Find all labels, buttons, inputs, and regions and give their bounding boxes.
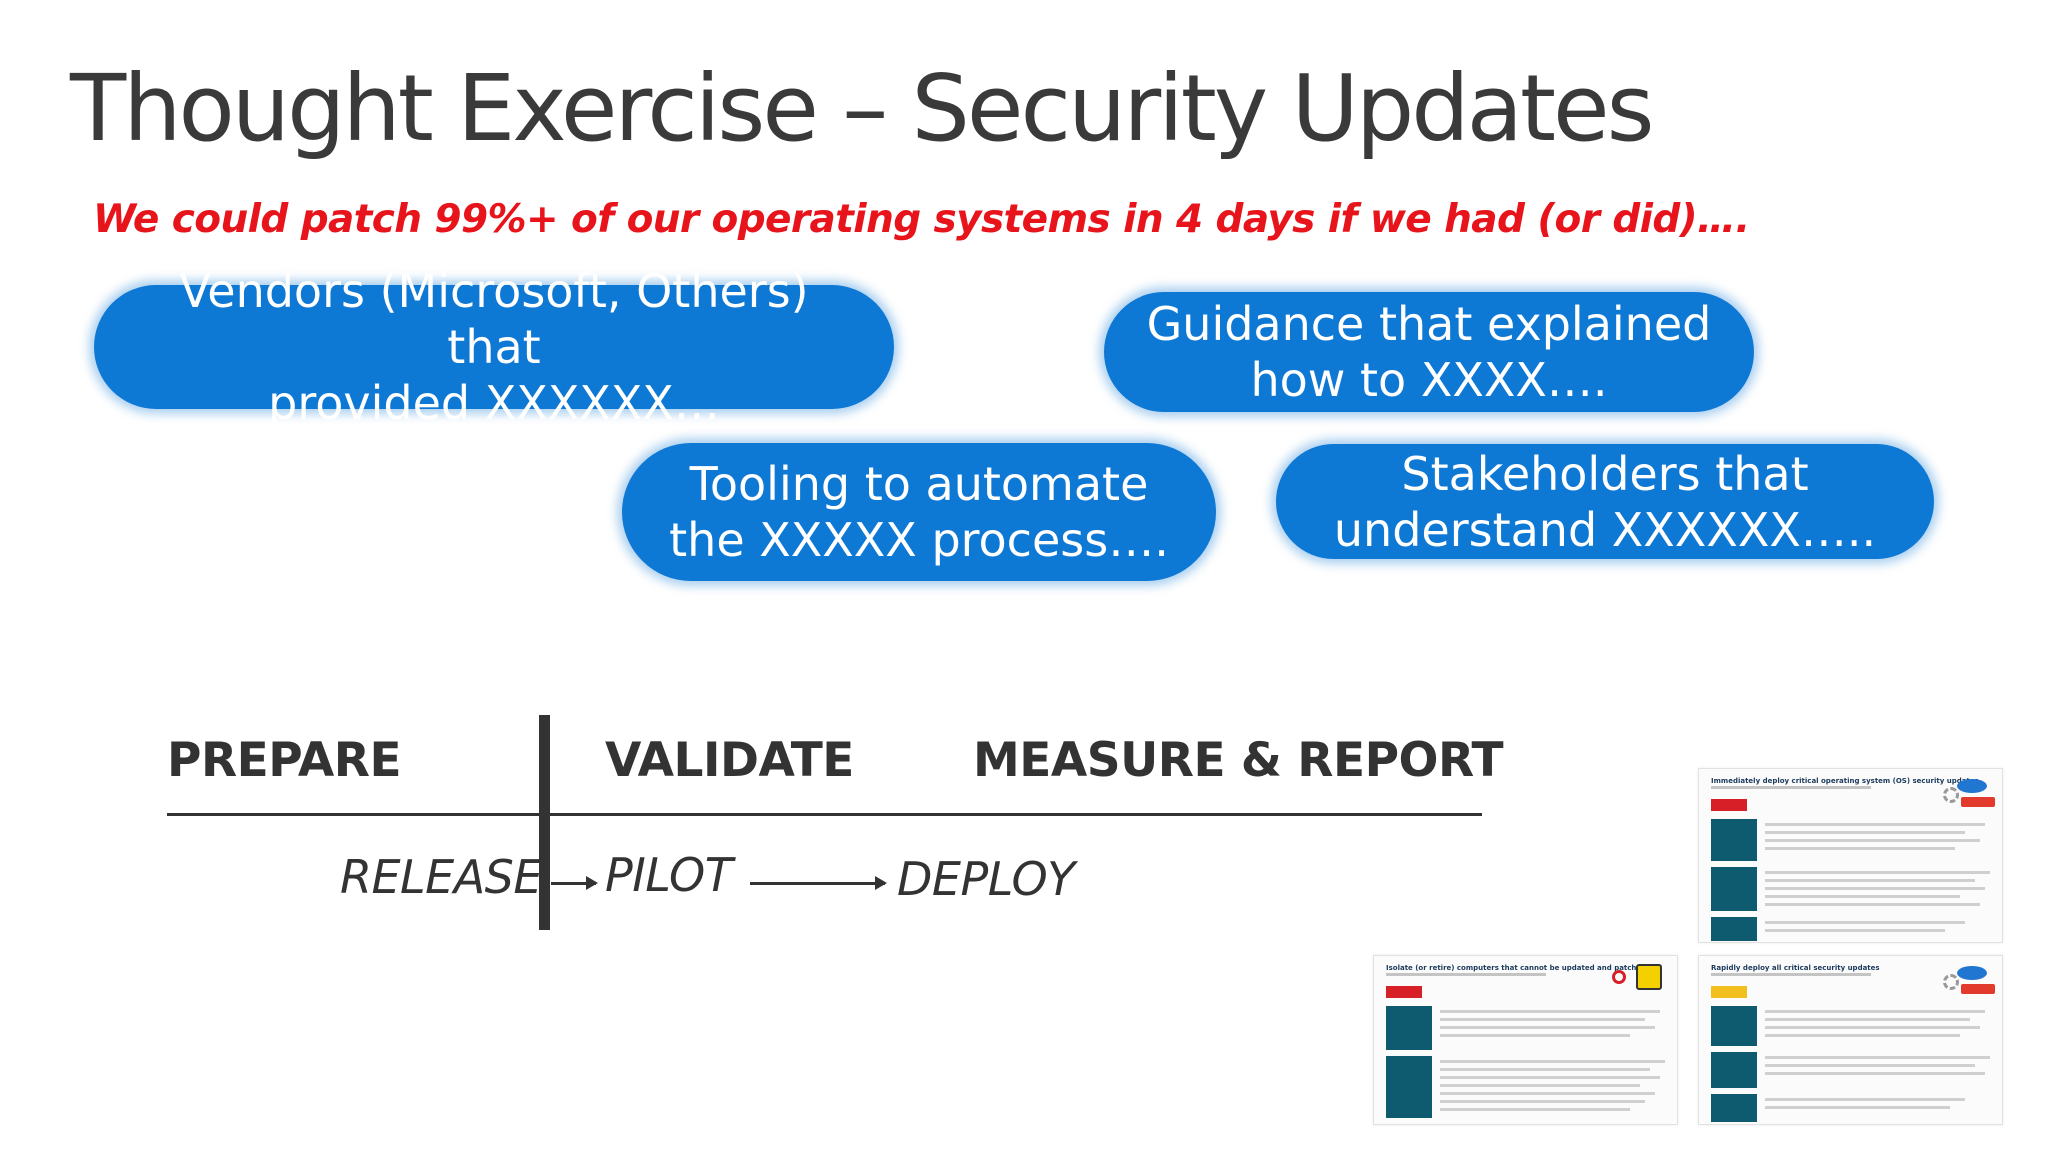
text-line [1440,1026,1655,1029]
phase-prepare-label: PREPARE [167,733,402,788]
badge-icon [1961,984,1995,994]
text-line [1440,1060,1665,1063]
no-entry-icon [1612,970,1626,984]
arrow-icon [551,876,598,890]
gear-icon [1943,974,1959,990]
phase-measure-report-label: MEASURE & REPORT [973,733,1504,788]
stakeholders-pill: Stakeholders that understand XXXXXX….. [1276,444,1934,559]
text-line [1765,1072,1985,1075]
phase-separator [539,715,550,930]
arrow-icon [750,876,887,890]
thumbnail-tag [1711,799,1747,811]
phase-validate-label: VALIDATE [605,733,854,788]
thumbnail-row-header [1711,1094,1757,1122]
pill-line: Tooling to automate [689,457,1149,511]
text-line [1765,903,1980,906]
text-line [1765,1026,1980,1029]
text-line [1440,1108,1630,1111]
text-line [1440,1084,1640,1087]
pill-line: Guidance that explained [1146,297,1712,351]
thumbnail-row-header [1711,1006,1757,1046]
text-line [1440,1076,1660,1079]
text-line [1440,1092,1655,1095]
badge-icon [1961,797,1995,807]
text-line [1765,839,1980,842]
thumbnail-subtitle-line [1711,973,1871,976]
thumbnail-row-header [1711,917,1757,941]
thumbnail-tag [1711,986,1747,998]
text-line [1765,929,1945,932]
text-line [1765,1064,1975,1067]
text-line [1765,895,1960,898]
thumbnail-row-header [1711,1052,1757,1088]
text-line [1765,831,1965,834]
pill-line: the XXXXX process…. [669,513,1169,567]
text-line [1765,1018,1970,1021]
text-line [1765,1010,1985,1013]
guidance-pill: Guidance that explained how to XXXX…. [1104,292,1754,412]
pill-line: Stakeholders that [1401,446,1809,501]
slide-title: Thought Exercise – Security Updates [70,55,1655,162]
thumbnail-row-header [1711,819,1757,861]
cloud-icon [1957,966,1987,980]
text-line [1765,823,1985,826]
thumbnail-title: Rapidly deploy all critical security upd… [1711,964,1880,972]
text-line [1440,1018,1645,1021]
pill-line: understand XXXXXX….. [1333,502,1877,557]
computer-icon [1636,964,1662,990]
text-line [1765,1056,1990,1059]
pill-line: how to XXXX…. [1250,353,1608,407]
text-line [1765,1098,1965,1101]
slide-subtitle: We could patch 99%+ of our operating sys… [93,197,1750,242]
text-line [1440,1034,1630,1037]
step-pilot: PILOT [605,848,733,902]
vendors-pill: Vendors (Microsoft, Others) that provide… [94,264,894,430]
text-line [1765,871,1990,874]
tooling-pill: Tooling to automate the XXXXX process…. [622,443,1216,581]
thumbnail-rapidly-deploy: Rapidly deploy all critical security upd… [1698,955,2003,1125]
text-line [1440,1068,1650,1071]
thumbnail-title: Immediately deploy critical operating sy… [1711,777,1979,785]
timeline-divider [167,813,1482,816]
thumbnail-immediately-deploy: Immediately deploy critical operating sy… [1698,768,2003,943]
thumbnail-isolate-computers: Isolate (or retire) computers that canno… [1373,955,1678,1125]
thumbnail-title: Isolate (or retire) computers that canno… [1386,964,1647,972]
text-line [1765,1106,1950,1109]
step-deploy: DEPLOY [897,852,1075,906]
text-line [1765,847,1955,850]
pill-line: Vendors (Microsoft, Others) that [179,264,809,374]
thumbnail-row-header [1386,1056,1432,1118]
cloud-icon [1957,779,1987,793]
text-line [1765,879,1975,882]
step-release: RELEASE [340,850,542,904]
thumbnail-subtitle-line [1386,973,1546,976]
gear-icon [1943,787,1959,803]
thumbnail-subtitle-line [1711,786,1871,789]
text-line [1440,1100,1645,1103]
text-line [1765,887,1985,890]
text-line [1440,1010,1660,1013]
thumbnail-row-header [1711,867,1757,911]
pill-line: provided XXXXXX… [268,376,720,430]
thumbnail-tag [1386,986,1422,998]
thumbnail-row-header [1386,1006,1432,1050]
text-line [1765,921,1965,924]
text-line [1765,1034,1960,1037]
